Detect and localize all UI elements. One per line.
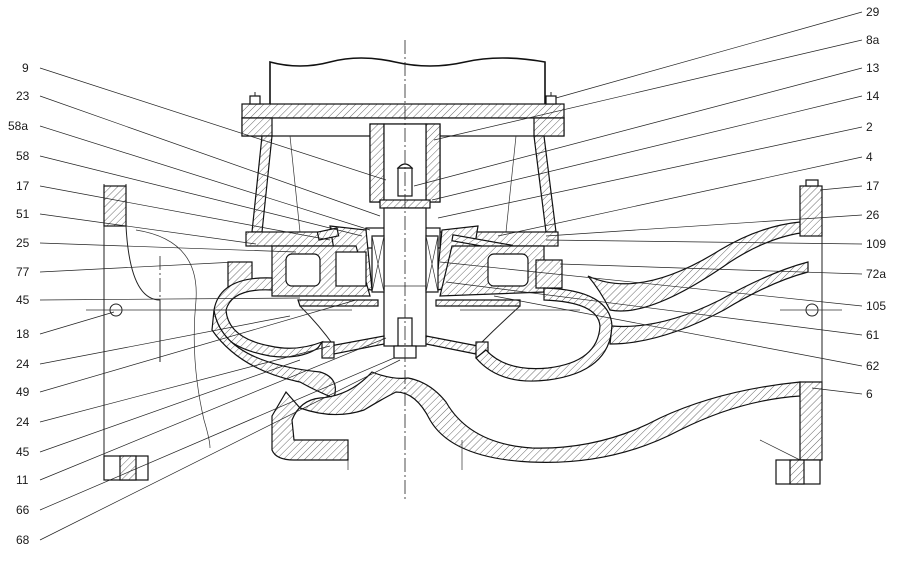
right-labels: 29 8a 13 14 2 4 17 26 109 72a 105 61 62 … <box>866 5 886 401</box>
left-leader-lines <box>39 67 401 541</box>
callout-label: 18 <box>16 327 30 341</box>
callout-label: 62 <box>866 359 880 373</box>
impeller <box>297 299 521 359</box>
callout-label: 45 <box>16 293 30 307</box>
callout-label: 72a <box>866 267 886 281</box>
left-labels: 9 23 58a 58 17 51 25 77 45 18 24 49 24 4… <box>8 61 30 547</box>
callout-label: 23 <box>16 89 30 103</box>
motor-stub <box>269 57 546 104</box>
callout-label: 17 <box>866 179 880 193</box>
callout-label: 4 <box>866 150 873 164</box>
callout-label: 6 <box>866 387 873 401</box>
callout-label: 24 <box>16 357 30 371</box>
callout-label: 25 <box>16 236 30 250</box>
callout-label: 49 <box>16 385 30 399</box>
right-leader-lines <box>413 11 863 395</box>
callout-label: 68 <box>16 533 30 547</box>
callout-label: 17 <box>16 179 30 193</box>
callout-label: 2 <box>866 120 873 134</box>
callout-label: 61 <box>866 328 880 342</box>
left-foot <box>86 184 230 481</box>
callout-label: 14 <box>866 89 880 103</box>
callout-label: 24 <box>16 415 30 429</box>
callout-label: 77 <box>16 265 30 279</box>
callout-label: 8a <box>866 33 880 47</box>
callout-label: 105 <box>866 299 886 313</box>
callout-label: 58 <box>16 149 30 163</box>
callout-label: 58a <box>8 119 28 133</box>
callout-label: 66 <box>16 503 30 517</box>
callout-label: 13 <box>866 61 880 75</box>
callout-label: 45 <box>16 445 30 459</box>
callout-label: 29 <box>866 5 880 19</box>
callout-label: 9 <box>22 61 29 75</box>
outer-casing <box>271 371 823 470</box>
callout-label: 26 <box>866 208 880 222</box>
callout-label: 11 <box>16 473 29 487</box>
volute-right <box>475 221 810 382</box>
callout-label: 109 <box>866 237 886 251</box>
motor-stand <box>251 135 557 233</box>
callout-label: 51 <box>16 207 30 221</box>
right-foot <box>775 179 842 485</box>
